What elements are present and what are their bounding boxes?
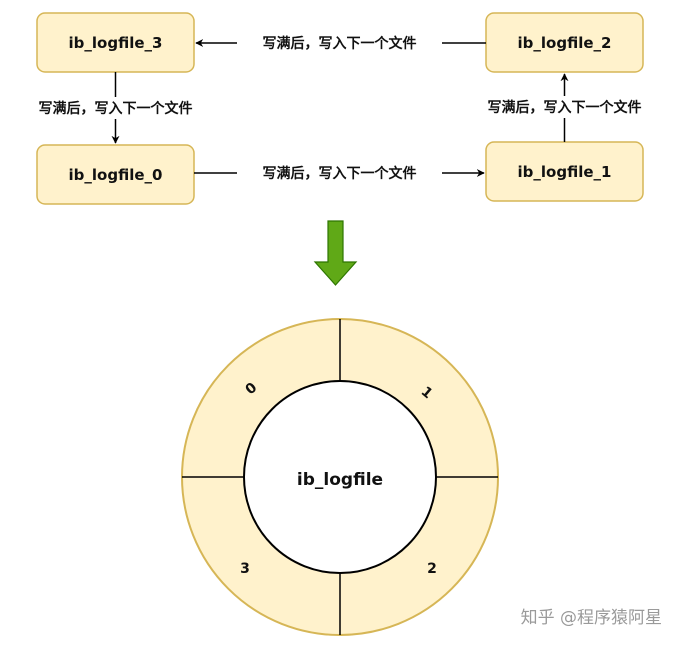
logfile-ring: ib_logfile 0 1 2 3 bbox=[181, 318, 499, 636]
box-ib-logfile-3: ib_logfile_3 bbox=[36, 12, 195, 73]
box-ib-logfile-2: ib_logfile_2 bbox=[485, 12, 644, 73]
edge-file1-to-file2: 写满后，写入下一个文件 bbox=[461, 73, 668, 142]
green-down-arrow-icon bbox=[313, 220, 358, 286]
box-ib-logfile-0: ib_logfile_0 bbox=[36, 144, 195, 205]
ring-center-label: ib_logfile bbox=[297, 470, 383, 490]
edge-file3-to-file0-label: 写满后，写入下一个文件 bbox=[39, 100, 193, 117]
ring-segment-2-label: 2 bbox=[427, 561, 437, 577]
box-ib-logfile-2-label: ib_logfile_2 bbox=[518, 34, 612, 52]
box-ib-logfile-1-label: ib_logfile_1 bbox=[518, 163, 612, 181]
edge-file2-to-file3: 写满后，写入下一个文件 bbox=[195, 33, 486, 53]
edge-file0-to-file1: 写满后，写入下一个文件 bbox=[194, 163, 485, 183]
edge-file0-to-file1-label: 写满后，写入下一个文件 bbox=[263, 165, 417, 182]
box-ib-logfile-1: ib_logfile_1 bbox=[485, 141, 644, 202]
edge-file2-to-file3-label: 写满后，写入下一个文件 bbox=[263, 35, 417, 52]
box-ib-logfile-0-shape bbox=[36, 144, 195, 205]
box-ib-logfile-0-label: ib_logfile_0 bbox=[69, 166, 163, 184]
ring-inner bbox=[243, 380, 437, 574]
box-ib-logfile-3-label: ib_logfile_3 bbox=[69, 34, 163, 52]
edge-file3-to-file0: 写满后，写入下一个文件 bbox=[12, 72, 219, 144]
edge-file1-to-file2-label-bg bbox=[461, 96, 668, 118]
edge-file0-to-file1-label-bg bbox=[237, 163, 442, 183]
watermark: 知乎 @程序猿阿星 bbox=[521, 608, 662, 628]
edge-file1-to-file2-label: 写满后，写入下一个文件 bbox=[488, 99, 642, 116]
edge-file2-to-file3-label-bg bbox=[237, 33, 442, 53]
ring-segment-3-label: 3 bbox=[240, 561, 250, 577]
edge-file3-to-file0-label-bg bbox=[12, 97, 219, 119]
